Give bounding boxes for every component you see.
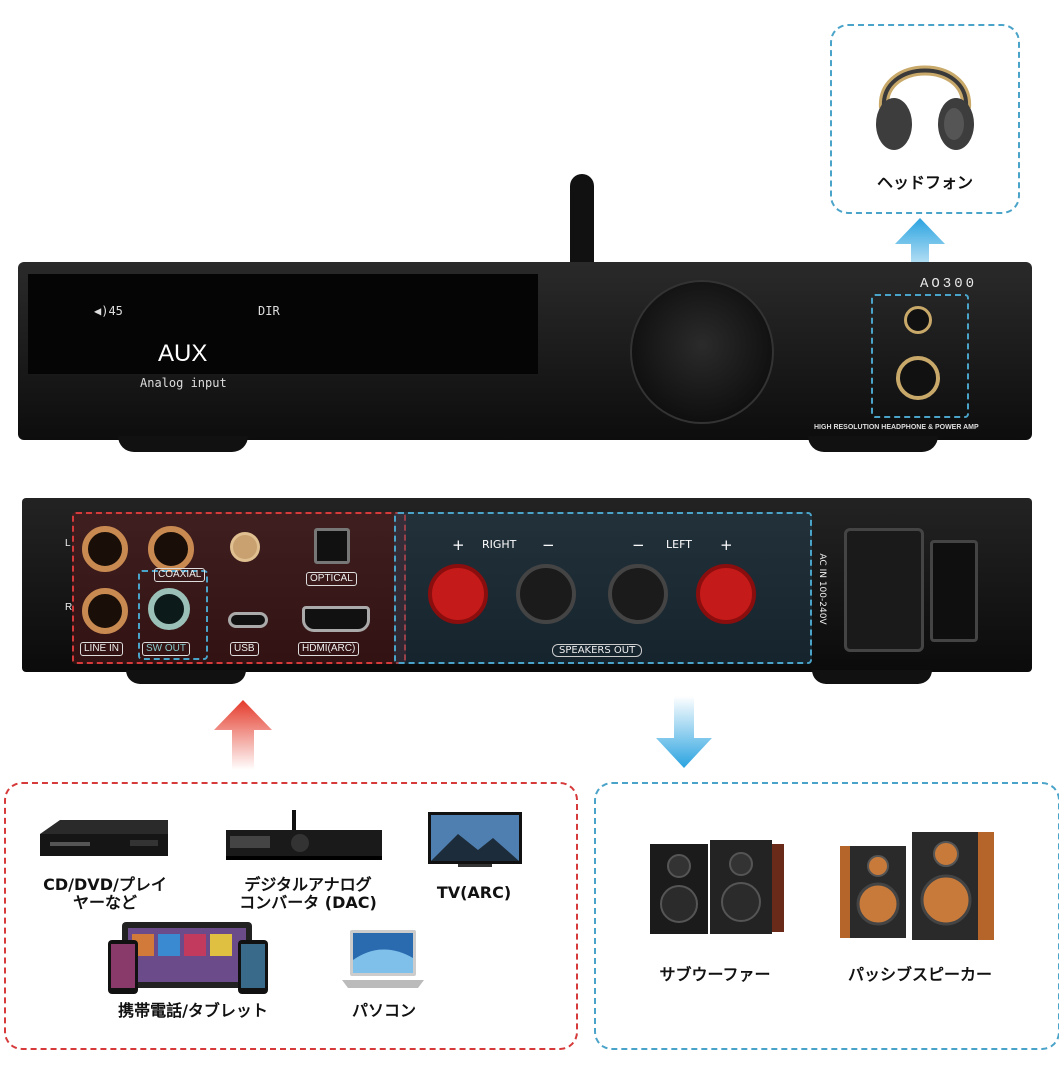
right-minus: − bbox=[542, 536, 555, 554]
mobile-label: 携帯電話/タブレット bbox=[118, 1001, 268, 1020]
dac-icon bbox=[226, 810, 382, 860]
usb-c-port[interactable] bbox=[228, 612, 268, 628]
speaker-terminal-left-minus[interactable] bbox=[608, 564, 668, 624]
input-readout: AUX bbox=[158, 340, 208, 367]
foot-rear-right bbox=[812, 670, 932, 684]
foot-rear-left bbox=[126, 670, 246, 684]
subwoofer-label: サブウーファー bbox=[659, 965, 771, 984]
hdmi-label: HDMI(ARC) bbox=[298, 642, 360, 656]
antenna-connector[interactable] bbox=[230, 532, 260, 562]
power-inlet[interactable] bbox=[844, 528, 924, 652]
dac-label-line2: コンバータ (DAC) bbox=[239, 893, 377, 912]
headphone-jack-large[interactable] bbox=[896, 356, 940, 400]
sw-out-highlight bbox=[138, 570, 208, 660]
volume-knob[interactable] bbox=[630, 280, 774, 424]
dvd-player-icon bbox=[40, 820, 168, 856]
subwoofer-icon bbox=[650, 840, 784, 934]
sources-box bbox=[4, 782, 578, 1050]
speaker-terminal-right-plus[interactable] bbox=[428, 564, 488, 624]
cd-label-line2: ヤーなど bbox=[72, 893, 137, 912]
amplifier-front: ◀)45 DIR AUX Analog input AO300 HIGH RES… bbox=[18, 174, 1032, 452]
speakers-out-label: SPEAKERS OUT bbox=[552, 644, 643, 657]
arrow-up-icon bbox=[895, 218, 945, 288]
left-minus: − bbox=[632, 536, 645, 554]
coaxial-jack[interactable] bbox=[148, 526, 194, 572]
arrow-up-red-icon bbox=[214, 700, 272, 770]
amplifier-rear: L R COAXIAL OPTICAL LINE IN SW OUT USB H… bbox=[22, 498, 1032, 684]
speaker-terminal-left-plus[interactable] bbox=[696, 564, 756, 624]
right-plus: + bbox=[452, 536, 465, 554]
headphones-callout: ヘッドフォン bbox=[830, 24, 1020, 214]
line-in-label: LINE IN bbox=[80, 642, 124, 656]
tablet-phone-icon bbox=[108, 922, 268, 994]
antenna bbox=[570, 174, 594, 266]
coaxial-label: COAXIAL bbox=[154, 568, 206, 582]
pc-label: パソコン bbox=[351, 1001, 416, 1020]
passive-label: パッシブスピーカー bbox=[847, 965, 992, 984]
optical-label: OPTICAL bbox=[306, 572, 357, 586]
tv-label: TV(ARC) bbox=[436, 883, 512, 902]
foot-right bbox=[808, 436, 938, 452]
speaker-terminal-right-minus[interactable] bbox=[516, 564, 576, 624]
power-switch[interactable] bbox=[930, 540, 978, 642]
input-sub-readout: Analog input bbox=[140, 376, 227, 390]
headphone-jack-small[interactable] bbox=[904, 306, 932, 334]
right-label: RIGHT bbox=[482, 538, 517, 551]
sw-out-label: SW OUT bbox=[142, 642, 190, 656]
tv-icon bbox=[428, 812, 522, 867]
headphones-icon bbox=[876, 65, 974, 150]
sw-out-jack[interactable] bbox=[148, 588, 190, 630]
usb-label: USB bbox=[230, 642, 259, 656]
ac-in-label: AC IN 100-240V bbox=[817, 553, 827, 625]
headphone-jacks-highlight bbox=[871, 294, 969, 418]
arrow-down-icon bbox=[656, 696, 712, 768]
passive-speaker-icon bbox=[840, 832, 994, 940]
cd-label-line1: CD/DVD/プレイ bbox=[43, 875, 167, 894]
channel-l-label: L bbox=[65, 538, 71, 549]
laptop-icon bbox=[342, 930, 424, 988]
headphones-label: ヘッドフォン bbox=[876, 173, 973, 192]
foot-left bbox=[118, 436, 248, 452]
channel-r-label: R bbox=[65, 602, 73, 613]
hdmi-port[interactable] bbox=[302, 606, 370, 632]
line-in-r-jack[interactable] bbox=[82, 588, 128, 634]
left-plus: + bbox=[720, 536, 733, 554]
display-screen bbox=[28, 274, 538, 374]
volume-readout: ◀)45 bbox=[94, 304, 123, 318]
line-in-l-jack[interactable] bbox=[82, 526, 128, 572]
brand-logo: AO300 bbox=[920, 276, 978, 292]
left-label: LEFT bbox=[666, 538, 692, 551]
dac-label-line1: デジタルアナログ bbox=[244, 875, 372, 894]
tagline: HIGH RESOLUTION HEADPHONE & POWER AMP bbox=[814, 424, 979, 431]
mode-readout: DIR bbox=[258, 304, 280, 318]
optical-port[interactable] bbox=[314, 528, 350, 564]
